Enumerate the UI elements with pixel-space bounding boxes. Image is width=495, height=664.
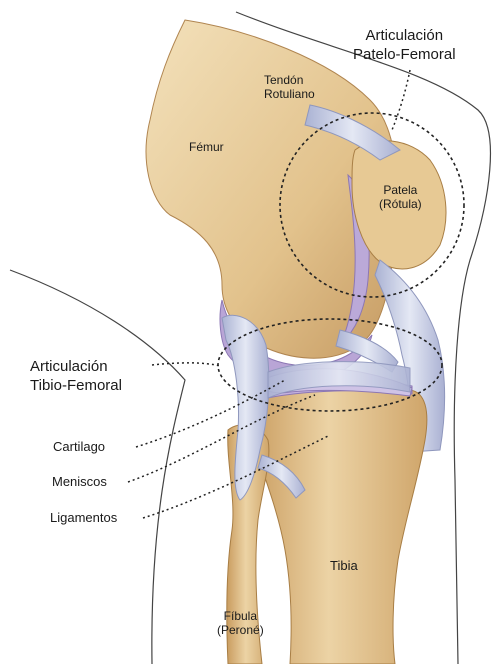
label-cartilage: Cartilago [53,439,105,455]
label-patellofemoral-joint: Articulación Patelo-Femoral [353,26,456,64]
label-ligaments: Ligamentos [50,510,117,526]
skin-outline-left [10,270,185,664]
label-patella: Patela (Rótula) [379,183,422,211]
leader-patellofemoral [392,70,410,130]
label-menisci: Meniscos [52,474,107,490]
label-tibiofemoral-joint: Articulación Tibio-Femoral [30,357,122,395]
label-patellofemoral-line2: Patelo-Femoral [353,45,456,64]
leader-tibiofemoral [152,363,220,366]
label-fibula: Fíbula (Peroné) [217,609,264,637]
label-tibiofemoral-line1: Articulación [30,357,122,376]
label-patella-line2: (Rótula) [379,197,422,211]
label-patellofemoral-line1: Articulación [353,26,456,45]
label-tibiofemoral-line2: Tibio-Femoral [30,376,122,395]
label-tibia: Tibia [330,558,358,574]
tibia-bone [249,387,427,664]
label-fibula-line2: (Peroné) [217,623,264,637]
label-patella-line1: Patela [379,183,422,197]
label-patellar-tendon-line1: Tendón [264,73,315,87]
label-femur: Fémur [189,140,224,154]
label-patellar-tendon-line2: Rotuliano [264,87,315,101]
label-patellar-tendon: Tendón Rotuliano [264,73,315,101]
label-fibula-line1: Fíbula [217,609,264,623]
